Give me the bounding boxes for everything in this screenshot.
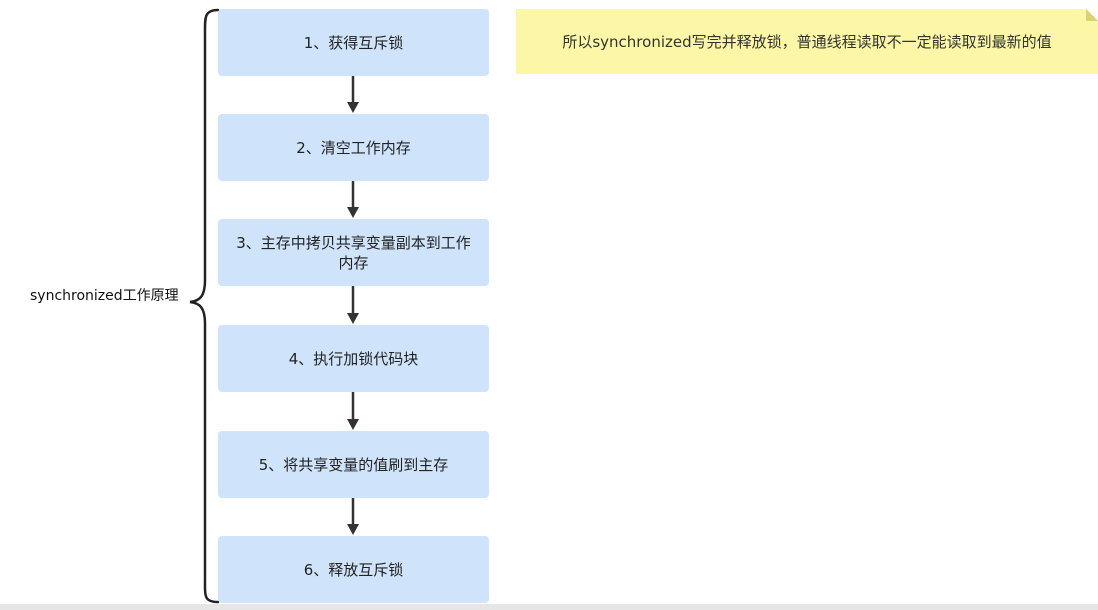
curly-brace — [189, 8, 220, 604]
step-6: 6、释放互斥锁 — [218, 536, 489, 603]
step-4: 4、执行加锁代码块 — [218, 325, 489, 392]
step-2: 2、清空工作内存 — [218, 114, 489, 181]
arrow-1-2 — [347, 76, 359, 113]
sticky-note: 所以synchronized写完并释放锁，普通线程读取不一定能读取到最新的值 — [516, 9, 1098, 74]
step-5: 5、将共享变量的值刷到主存 — [218, 431, 489, 498]
bottom-divider — [0, 604, 1098, 610]
note-text: 所以synchronized写完并释放锁，普通线程读取不一定能读取到最新的值 — [562, 33, 1052, 51]
arrow-5-6 — [347, 498, 359, 535]
step-3: 3、主存中拷贝共享变量副本到工作内存 — [218, 219, 489, 286]
arrow-4-5 — [347, 392, 359, 430]
arrow-3-4 — [347, 286, 359, 324]
note-fold-corner — [1086, 9, 1098, 21]
arrow-2-3 — [347, 181, 359, 218]
root-label: synchronized工作原理 — [30, 288, 179, 304]
step-1: 1、获得互斥锁 — [218, 9, 489, 76]
